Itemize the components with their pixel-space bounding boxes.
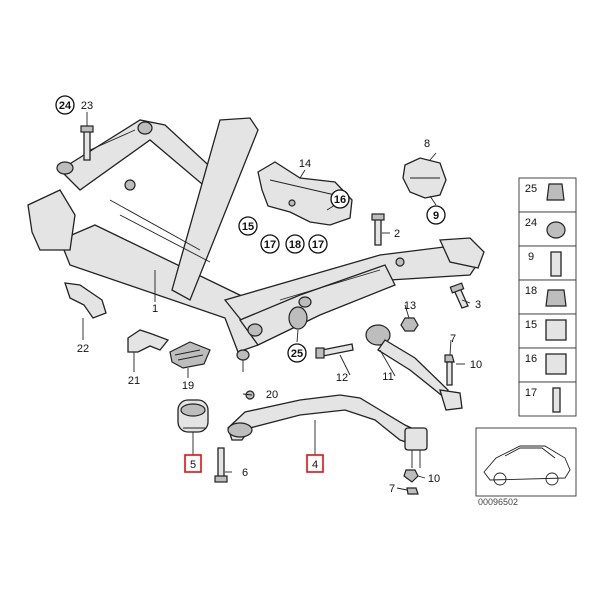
callout-16: 16 bbox=[334, 194, 346, 206]
callout-4: 4 bbox=[312, 459, 318, 471]
collar-nut-icon bbox=[545, 289, 567, 307]
callout-17-right: 17 bbox=[312, 239, 324, 251]
side-item-17: 17 bbox=[525, 387, 537, 399]
rubber-mount-part-19 bbox=[169, 341, 211, 369]
thrust-arm-part-11 bbox=[365, 324, 463, 411]
callout-10-upper: 10 bbox=[470, 359, 482, 371]
side-item-16: 16 bbox=[525, 353, 537, 365]
side-item-24: 24 bbox=[525, 217, 537, 229]
bushing-part-5 bbox=[177, 399, 209, 433]
side-item-15: 15 bbox=[525, 319, 537, 331]
side-item-18: 18 bbox=[525, 285, 537, 297]
leader-lines bbox=[82, 112, 471, 491]
callout-15: 15 bbox=[242, 221, 254, 233]
bolt-icon bbox=[552, 387, 561, 413]
callout-8: 8 bbox=[424, 138, 430, 150]
callout-20: 20 bbox=[266, 389, 278, 401]
callout-19: 19 bbox=[182, 380, 194, 392]
small-parts-panel: 25 24 9 18 15 16 17 bbox=[518, 177, 577, 417]
callout-3: 3 bbox=[475, 299, 481, 311]
stabilizer-bracket-part-21 bbox=[127, 329, 170, 353]
rivet-nut-icon bbox=[546, 183, 565, 201]
callout-25: 25 bbox=[291, 348, 303, 360]
callout-17-left: 17 bbox=[264, 239, 276, 251]
clip-nut-icon bbox=[545, 319, 567, 341]
callout-23: 23 bbox=[81, 100, 93, 112]
bracket-part-22 bbox=[64, 282, 107, 319]
callout-13: 13 bbox=[404, 300, 416, 312]
side-item-25: 25 bbox=[525, 183, 537, 195]
side-item-9: 9 bbox=[528, 251, 534, 263]
callout-22: 22 bbox=[77, 343, 89, 355]
callout-12: 12 bbox=[336, 372, 348, 384]
bracket-part-8 bbox=[402, 157, 447, 199]
callout-2: 2 bbox=[394, 228, 400, 240]
callout-14: 14 bbox=[299, 158, 311, 170]
callout-24: 24 bbox=[59, 100, 72, 112]
callout-21: 21 bbox=[128, 375, 140, 387]
callout-10-lower: 10 bbox=[428, 473, 440, 485]
callout-labels: 24 23 1 22 21 19 5 6 20 25 4 12 11 13 2 … bbox=[55, 95, 482, 495]
callout-9: 9 bbox=[433, 210, 439, 222]
vehicle-thumbnail: 00096502 bbox=[475, 427, 577, 507]
sleeve-nut-icon bbox=[546, 221, 566, 239]
callout-1: 1 bbox=[152, 303, 158, 315]
callout-6: 6 bbox=[242, 467, 248, 479]
callout-7-upper: 7 bbox=[450, 333, 456, 345]
clip-nut-2-icon bbox=[545, 353, 567, 375]
control-arm-part-4 bbox=[227, 394, 428, 468]
screw-icon bbox=[550, 251, 562, 277]
callout-11: 11 bbox=[382, 371, 393, 383]
callout-18: 18 bbox=[289, 239, 301, 251]
callout-5: 5 bbox=[190, 459, 196, 471]
diagram-code: 00096502 bbox=[478, 497, 518, 507]
front-subframe bbox=[27, 117, 485, 361]
callout-7-lower: 7 bbox=[389, 483, 395, 495]
